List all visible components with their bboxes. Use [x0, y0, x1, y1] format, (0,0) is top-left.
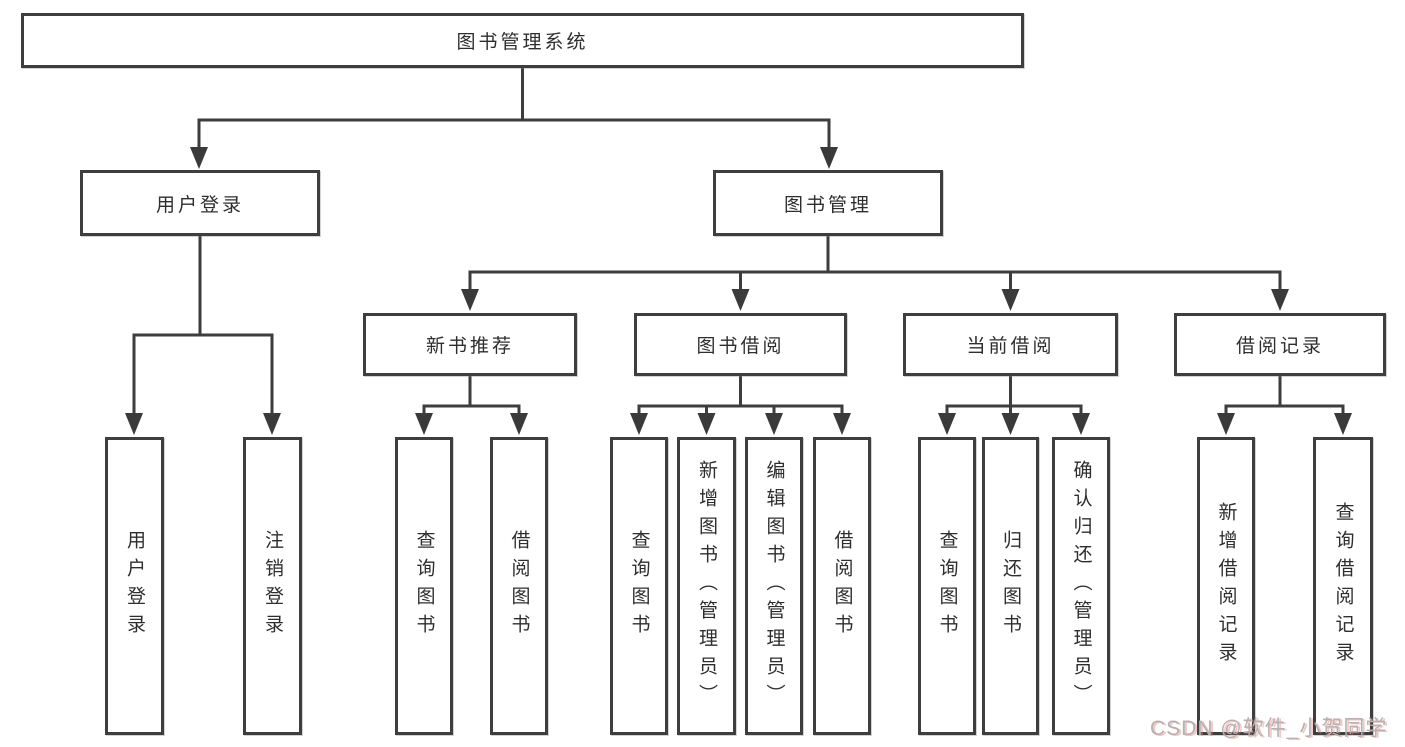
connector-book-borrowing-children	[630, 376, 851, 435]
leaf-user-login: 用户登录	[105, 437, 164, 735]
leaf-logout: 注销登录	[243, 437, 302, 735]
connector-book-management-children	[461, 236, 1289, 311]
leaf-label: 借阅图书	[831, 530, 853, 642]
node-new-book-recommendation: 新书推荐	[363, 313, 577, 376]
node-label: 用户登录	[155, 194, 244, 216]
leaf-current-return-books: 归还图书	[982, 437, 1039, 735]
leaf-label: 查询图书	[936, 530, 958, 642]
leaf-borrow-borrow-books: 借阅图书	[813, 437, 871, 735]
leaf-current-confirm-return-admin: 确认归还（管理员）	[1052, 437, 1110, 735]
connector-borrowing-records-children	[1217, 376, 1352, 435]
connector-root-to-level2	[190, 68, 838, 169]
leaf-label: 查询图书	[413, 530, 435, 642]
node-book-management: 图书管理	[713, 170, 943, 236]
leaf-borrow-query-books: 查询图书	[610, 437, 668, 735]
leaf-records-query-record: 查询借阅记录	[1313, 437, 1373, 735]
leaf-label: 查询图书	[628, 530, 650, 642]
leaf-label: 新增图书（管理员）	[696, 460, 717, 712]
leaf-borrow-edit-books-admin: 编辑图书（管理员）	[745, 437, 803, 735]
node-library-management-system: 图书管理系统	[21, 13, 1024, 68]
connector-user-login-children	[125, 236, 281, 435]
node-label: 当前借阅	[966, 336, 1055, 357]
leaf-recommend-query-books: 查询图书	[395, 437, 453, 735]
leaf-borrow-add-books-admin: 新增图书（管理员）	[677, 437, 736, 735]
connector-current-borrowing-children	[938, 376, 1090, 435]
node-user-login: 用户登录	[80, 170, 320, 236]
leaf-label: 借阅图书	[508, 530, 530, 642]
leaf-label: 用户登录	[124, 530, 145, 642]
csdn-watermark: CSDN @软件_小贺同学	[1150, 717, 1388, 740]
leaf-recommend-borrow-books: 借阅图书	[490, 437, 548, 735]
node-current-borrowing: 当前借阅	[903, 313, 1118, 376]
connector-new-book-recommendation-children	[415, 376, 528, 435]
leaf-records-add-record: 新增借阅记录	[1197, 437, 1255, 735]
leaf-label: 新增借阅记录	[1215, 502, 1237, 670]
node-book-borrowing: 图书借阅	[634, 313, 847, 376]
leaf-label: 编辑图书（管理员）	[763, 460, 785, 712]
leaf-label: 确认归还（管理员）	[1070, 460, 1092, 712]
leaf-label: 注销登录	[262, 530, 283, 642]
node-borrowing-records: 借阅记录	[1174, 313, 1386, 376]
node-label: 图书借阅	[696, 336, 785, 357]
node-label: 图书管理	[783, 194, 872, 216]
node-label: 图书管理系统	[456, 32, 589, 53]
node-label: 新书推荐	[425, 336, 514, 357]
node-label: 借阅记录	[1235, 336, 1324, 357]
leaf-current-query-books: 查询图书	[918, 437, 976, 735]
leaf-label: 查询借阅记录	[1332, 502, 1354, 670]
leaf-label: 归还图书	[1000, 530, 1021, 642]
